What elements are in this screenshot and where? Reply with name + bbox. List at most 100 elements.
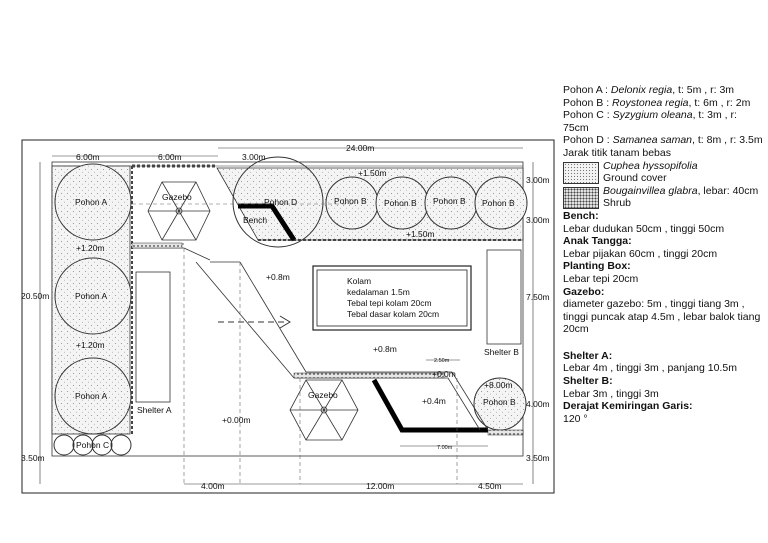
dim-6b: 6.00m xyxy=(158,152,182,162)
label-gazebo-top: Gazebo xyxy=(162,192,192,202)
elev-120b: +1.20m xyxy=(76,340,105,350)
label-gazebo-bottom: Gazebo xyxy=(308,390,338,400)
tree-spec: , t: 3m , r: 75cm xyxy=(563,109,737,134)
spec-section-title: Gazebo: xyxy=(563,285,605,298)
gazebo-bottom xyxy=(289,379,359,441)
site-boundary xyxy=(21,139,555,494)
dim-350r: 3.50m xyxy=(526,453,550,463)
dim-3r2: 3.00m xyxy=(526,215,550,225)
label-bench: Bench xyxy=(243,215,267,225)
ground-cover-label: Ground cover xyxy=(603,172,667,185)
tree-code: Pohon C : xyxy=(563,109,613,122)
dim-12: 12.00m xyxy=(366,481,394,491)
spec-section-title: Shelter A: xyxy=(563,349,613,362)
dim-4r: 4.00m xyxy=(526,399,550,409)
dim-4b: 4.00m xyxy=(201,481,225,491)
elev-00a: +0.0m xyxy=(432,369,456,379)
tree-legend-item: Pohon B : Roystonea regia, t: 6m , r: 2m xyxy=(563,97,763,110)
stairs-right xyxy=(486,249,522,345)
pool-depth: kedalaman 1.5m xyxy=(347,287,410,297)
gazebo-top xyxy=(147,181,211,241)
label-pohon-a-2: Pohon A xyxy=(75,291,107,301)
elev-04: +0.4m xyxy=(422,396,446,406)
dim-350l: 3.50m xyxy=(21,453,45,463)
tree-pohon-a xyxy=(54,163,132,435)
label-pohon-b-4: Pohon B xyxy=(482,198,515,208)
label-pohon-b-5: Pohon B xyxy=(483,397,516,407)
pool xyxy=(312,265,472,331)
spec-section-title: Bench: xyxy=(563,209,599,222)
spec-section-title: Derajat Kemiringan Garis: xyxy=(563,400,693,413)
shrub-spec: , lebar: 40cm xyxy=(697,184,759,197)
spec-section-title: Shelter B: xyxy=(563,375,613,388)
shrub-legend: Bougainvillea glabra, lebar: 40cm Shrub xyxy=(563,185,763,210)
shrub-swatch xyxy=(563,186,599,209)
elev-150b: +1.50m xyxy=(406,229,435,239)
spec-section-text: Lebar dudukan 50cm , tinggi 50cm xyxy=(563,222,725,235)
elev-120a: +1.20m xyxy=(76,243,105,253)
tree-legend-item: Pohon A : Delonix regia, t: 5m , r: 3m xyxy=(563,84,763,97)
tree-spec: , t: 8m , r: 3.5m xyxy=(692,134,763,147)
label-shelter-b: Shelter B xyxy=(484,347,519,357)
shrub-species: Bougainvillea glabra xyxy=(603,184,698,197)
label-pohon-a-1: Pohon A xyxy=(75,197,107,207)
tree-code: Pohon A : xyxy=(563,84,611,96)
spec-section-text: Lebar pijakan 60cm , tinggi 20cm xyxy=(563,247,718,260)
label-pohon-d: Pohon D xyxy=(264,197,297,207)
ground-cover-legend: Cuphea hyssopifolia Ground cover xyxy=(563,160,763,185)
dimension-lines xyxy=(39,147,534,485)
tree-species: Samanea saman xyxy=(612,134,693,147)
elev-150a: +1.50m xyxy=(358,168,387,178)
stairs-left xyxy=(135,271,171,403)
elev-08b: +0.8m xyxy=(373,344,397,354)
tree-code: Pohon B : xyxy=(563,96,613,109)
label-pohon-c: Pohon C xyxy=(76,440,109,450)
tree-pohon-b xyxy=(325,176,528,431)
label-pohon-b-1: Pohon B xyxy=(334,196,367,206)
tree-species: Roystonea regia xyxy=(612,96,689,109)
spec-section-title: Anak Tangga: xyxy=(563,235,632,248)
dim-3: 3.00m xyxy=(242,152,266,162)
dim-24: 24.00m xyxy=(346,143,374,153)
guide-lines xyxy=(132,203,458,484)
label-pohon-a-3: Pohon A xyxy=(75,391,107,401)
dim-450: 4.50m xyxy=(478,481,502,491)
spec-section-text: 120 ° xyxy=(563,412,588,425)
tree-spec: , t: 5m , r: 3m xyxy=(672,84,735,96)
dim-2050: 20.50m xyxy=(21,291,49,301)
spacing-note: Jarak titik tanam bebas xyxy=(563,146,671,159)
tree-pohon-c xyxy=(53,434,132,456)
ground-cover-species: Cuphea hyssopifolia xyxy=(603,159,698,172)
tree-pohon-d xyxy=(232,156,324,248)
bench-top xyxy=(238,203,297,242)
tree-legend-item: Pohon D : Samanea saman, t: 8m , r: 3.5m xyxy=(563,134,763,147)
tree-species: Syzygium oleana xyxy=(612,109,693,122)
dim-750: 7.50m xyxy=(526,292,550,302)
pool-base: Tebal dasar kolam 20cm xyxy=(347,309,439,319)
spec-section-text: diameter gazebo: 5m , tinggi tiang 3m , … xyxy=(563,298,761,336)
slope-arrow xyxy=(218,315,291,329)
ground-cover-swatch xyxy=(563,161,599,184)
elev-08a: +0.8m xyxy=(266,272,290,282)
tree-species: Delonix regia xyxy=(610,84,673,96)
elev-00b: +0.00m xyxy=(222,415,251,425)
shrub-label: Shrub xyxy=(603,197,632,210)
elev-8: +8.00m xyxy=(484,380,513,390)
dim-7: 7.00m xyxy=(437,445,453,451)
pool-edge: Tebal tepi kolam 20cm xyxy=(347,298,432,308)
dim-6a: 6.00m xyxy=(76,152,100,162)
label-pohon-b-3: Pohon B xyxy=(433,196,466,206)
bench-bottom xyxy=(371,378,488,433)
spec-section-text: Lebar 4m , tinggi 3m , panjang 10.5m xyxy=(563,362,737,375)
spec-section-text: Lebar tepi 20cm xyxy=(563,272,639,285)
label-pohon-b-2: Pohon B xyxy=(384,198,417,208)
pool-title: Kolam xyxy=(347,276,371,286)
dim-250: 2.50m xyxy=(434,358,450,364)
spec-section-title: Planting Box: xyxy=(563,260,631,273)
spec-section-text: Lebar 3m , tinggi 3m xyxy=(563,387,659,400)
tree-spec: , t: 6m , r: 2m xyxy=(688,96,751,109)
